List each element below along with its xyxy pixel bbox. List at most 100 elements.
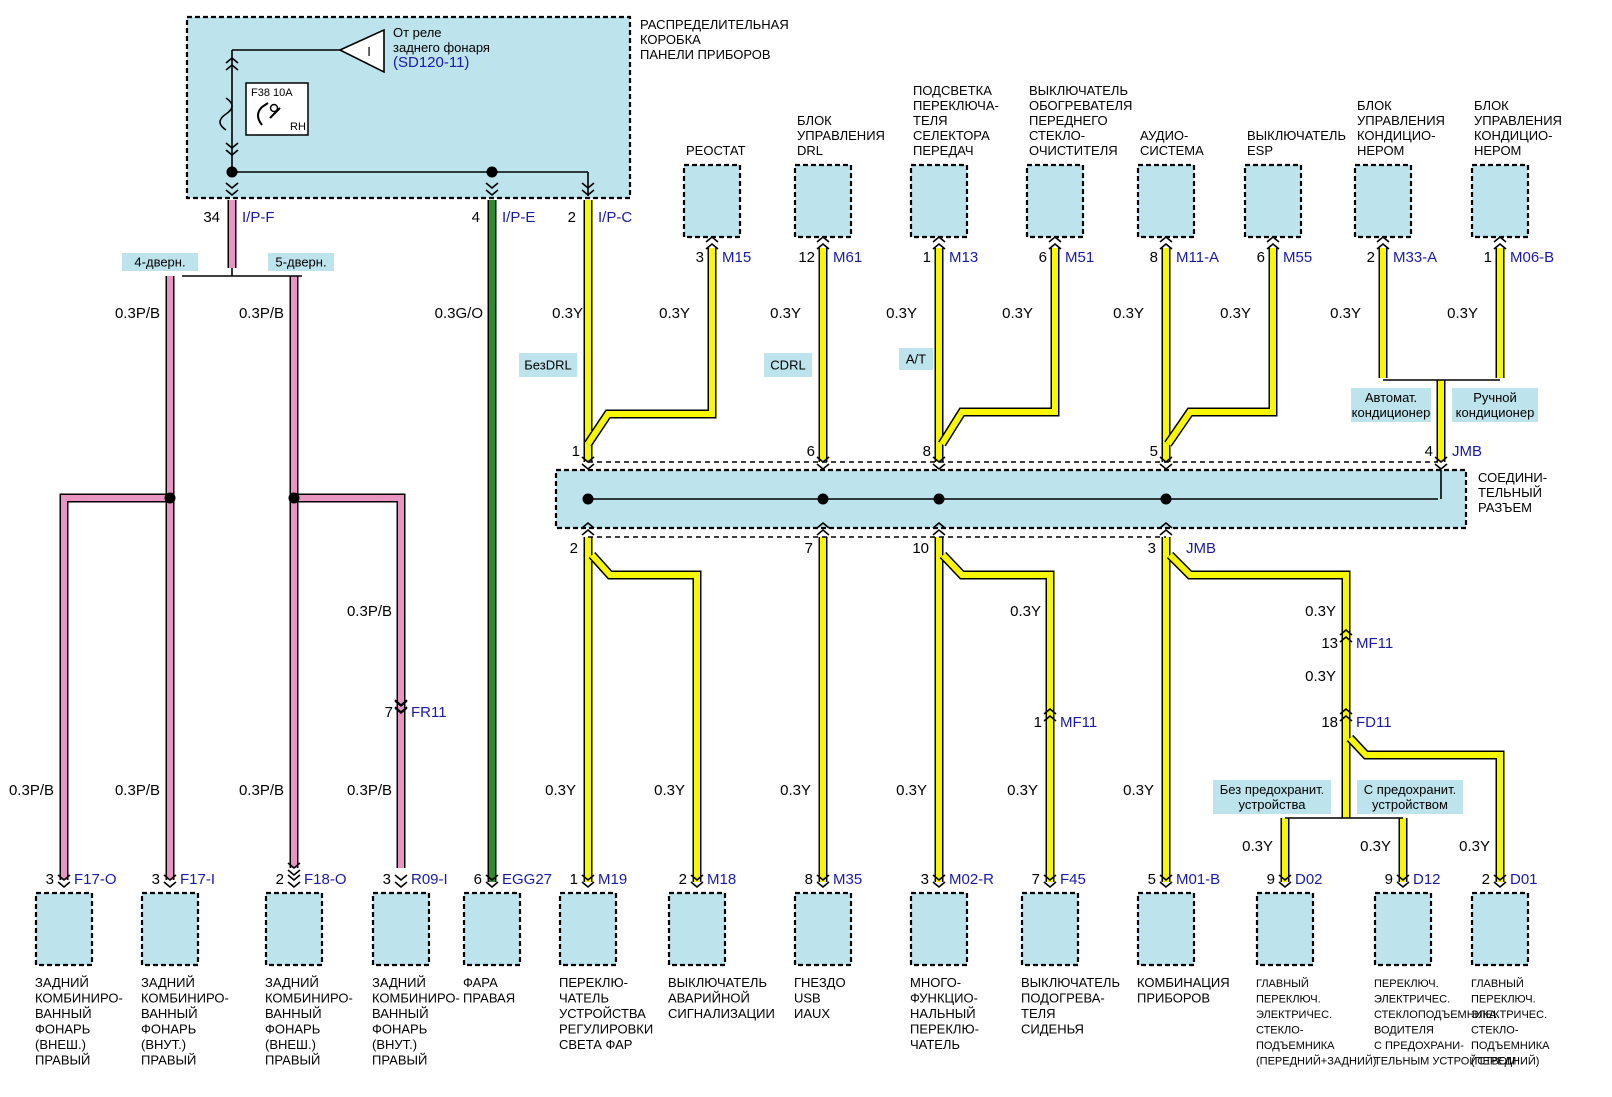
joint-connector-name: РАЗЪЕМ [1478,500,1532,515]
top-module-box [1353,163,1413,239]
connector-chevron [1159,463,1173,471]
top-module-pin: 1 [923,249,931,266]
bottom-module-title: ВЫКЛЮЧАТЕЛЬ [668,975,767,990]
connector-chevron [287,869,301,877]
splice-dot [486,166,498,178]
bottom-module-title: МНОГО- [910,975,961,990]
bottom-module-title: ПЕРЕКЛЮЧ. [1471,994,1536,1006]
wire-pink-4d-ext-outline [59,493,170,880]
bottom-module-pin: 3 [921,871,929,888]
bottom-module-title: РЕГУЛИРОВКИ [559,1022,653,1037]
top-module-box [1243,163,1303,239]
bottom-module-title: ФОНАРЬ [265,1022,320,1037]
connector-chevron [1159,235,1173,243]
top-module-connector: M61 [833,249,862,266]
connector-chevron [485,182,499,190]
output-pin: 34 [203,209,220,226]
connector-chevron [1493,242,1507,250]
variant-no-protection-bg [1213,780,1331,814]
joint-top-pin: 5 [1150,443,1158,460]
bottom-module-title: АВАРИЙНОЙ [668,991,750,1006]
bottom-module-title: ФОНАРЬ [372,1022,427,1037]
connector-chevron [705,242,719,250]
splice-dot [582,493,594,505]
connector-chevron [485,189,499,197]
bottom-module-pin: 7 [1032,871,1040,888]
connector-chevron [1159,881,1173,889]
bottom-module-pin: 1 [570,871,578,888]
bottom-module-title: ГЛАВНЫЙ [1471,977,1524,990]
top-module-title: ТЕЛЯ [913,113,948,128]
connector-chevron [932,242,946,250]
connector-chevron [1396,874,1410,882]
connector-chevron [57,874,71,882]
top-module-title: НЕРОМ [1357,143,1404,158]
bottom-module-box [558,891,618,967]
top-module-pin: 12 [798,249,815,266]
relay-symbol-label: I [367,44,371,59]
bottom-module-title: УСТРОЙСТВА [559,1006,646,1021]
connector-chevron [1159,521,1173,529]
bottom-module-title: (ВНУТ.) [141,1037,186,1052]
fuse-element-icon [219,97,233,131]
connector-chevron [394,881,408,889]
wire-pink-5d-ext-outline [294,493,406,868]
top-module-title: ОЧИСТИТЕЛЯ [1029,143,1118,158]
bottom-module-connector: EGG27 [502,871,552,888]
wire-label: 0.3Y [1220,305,1251,322]
top-module-title: ПЕРЕДАЧ [913,143,973,158]
variant-with-protection-bg [1357,780,1463,814]
connector-chevron [581,881,595,889]
output-connector: I/P-C [598,209,632,226]
connector-chevron [581,521,595,529]
joint-top-pin: 4 [1425,443,1433,460]
relay-source-text: От реле [393,25,442,40]
wire-label: 0.3P/B [9,782,54,799]
fuse-icon [257,102,281,126]
connector-chevron [225,189,239,197]
bottom-module-title: ГЛАВНЫЙ [1256,977,1309,990]
bottom-module-title: ПРАВЫЙ [372,1053,427,1068]
connector-chevron [1278,874,1292,882]
bottom-module-title: ПЕРЕКЛЮ- [559,975,628,990]
wire-yellow-m55 [1165,248,1276,446]
bottom-module-title: (ПЕРЕДНИЙ+ЗАДНИЙ) [1256,1055,1376,1068]
wire-label: 0.3Y [1447,305,1478,322]
connector-chevron [225,56,239,64]
top-module-title: ВЫКЛЮЧАТЕЛЬ [1029,83,1128,98]
bottom-module-connector: D02 [1295,871,1323,888]
connector-chevron [690,881,704,889]
bottom-module-title: ВОДИТЕЛЯ [1374,1025,1434,1037]
bottom-module-connector: D12 [1413,871,1441,888]
bottom-module-title: СИГНАЛИЗАЦИИ [668,1006,775,1021]
splice-dot [933,493,945,505]
wire-label: 0.3Y [780,782,811,799]
connector-chevron [816,881,830,889]
bottom-module-title: СТЕКЛО- [1256,1025,1304,1037]
bottom-module-pin: 3 [46,871,54,888]
output-connector: I/P-E [502,209,535,226]
bottom-module-title: ЗАДНИЙ [35,975,89,990]
connector-chevron [1048,235,1062,243]
wire-label: 0.3G/O [435,305,483,322]
connector-chevron [1266,235,1280,243]
joint-bottom-pin: 3 [1148,540,1156,557]
connector-chevron [816,521,830,529]
distribution-box-title: КОРОБКА [640,32,701,47]
bottom-module-box [1255,891,1315,967]
bottom-module-title: ВАННЫЙ [141,1006,198,1021]
top-module-title: БЛОК [1357,98,1392,113]
bottom-module-connector: M18 [707,871,736,888]
variant-5-door: 5-дверн. [275,255,326,270]
top-module-connector: M13 [949,249,978,266]
connector-chevron [816,528,830,536]
wire-pink-5d-ext [294,495,404,868]
bottom-module-title: ИAUX [794,1006,830,1021]
connector-chevron [1159,528,1173,536]
bottom-module-title: ТЕЛЯ [1021,1006,1056,1021]
wire-label: 0.3Y [1010,603,1041,620]
connector-chevron [485,881,499,889]
connector-chevron [225,142,239,150]
